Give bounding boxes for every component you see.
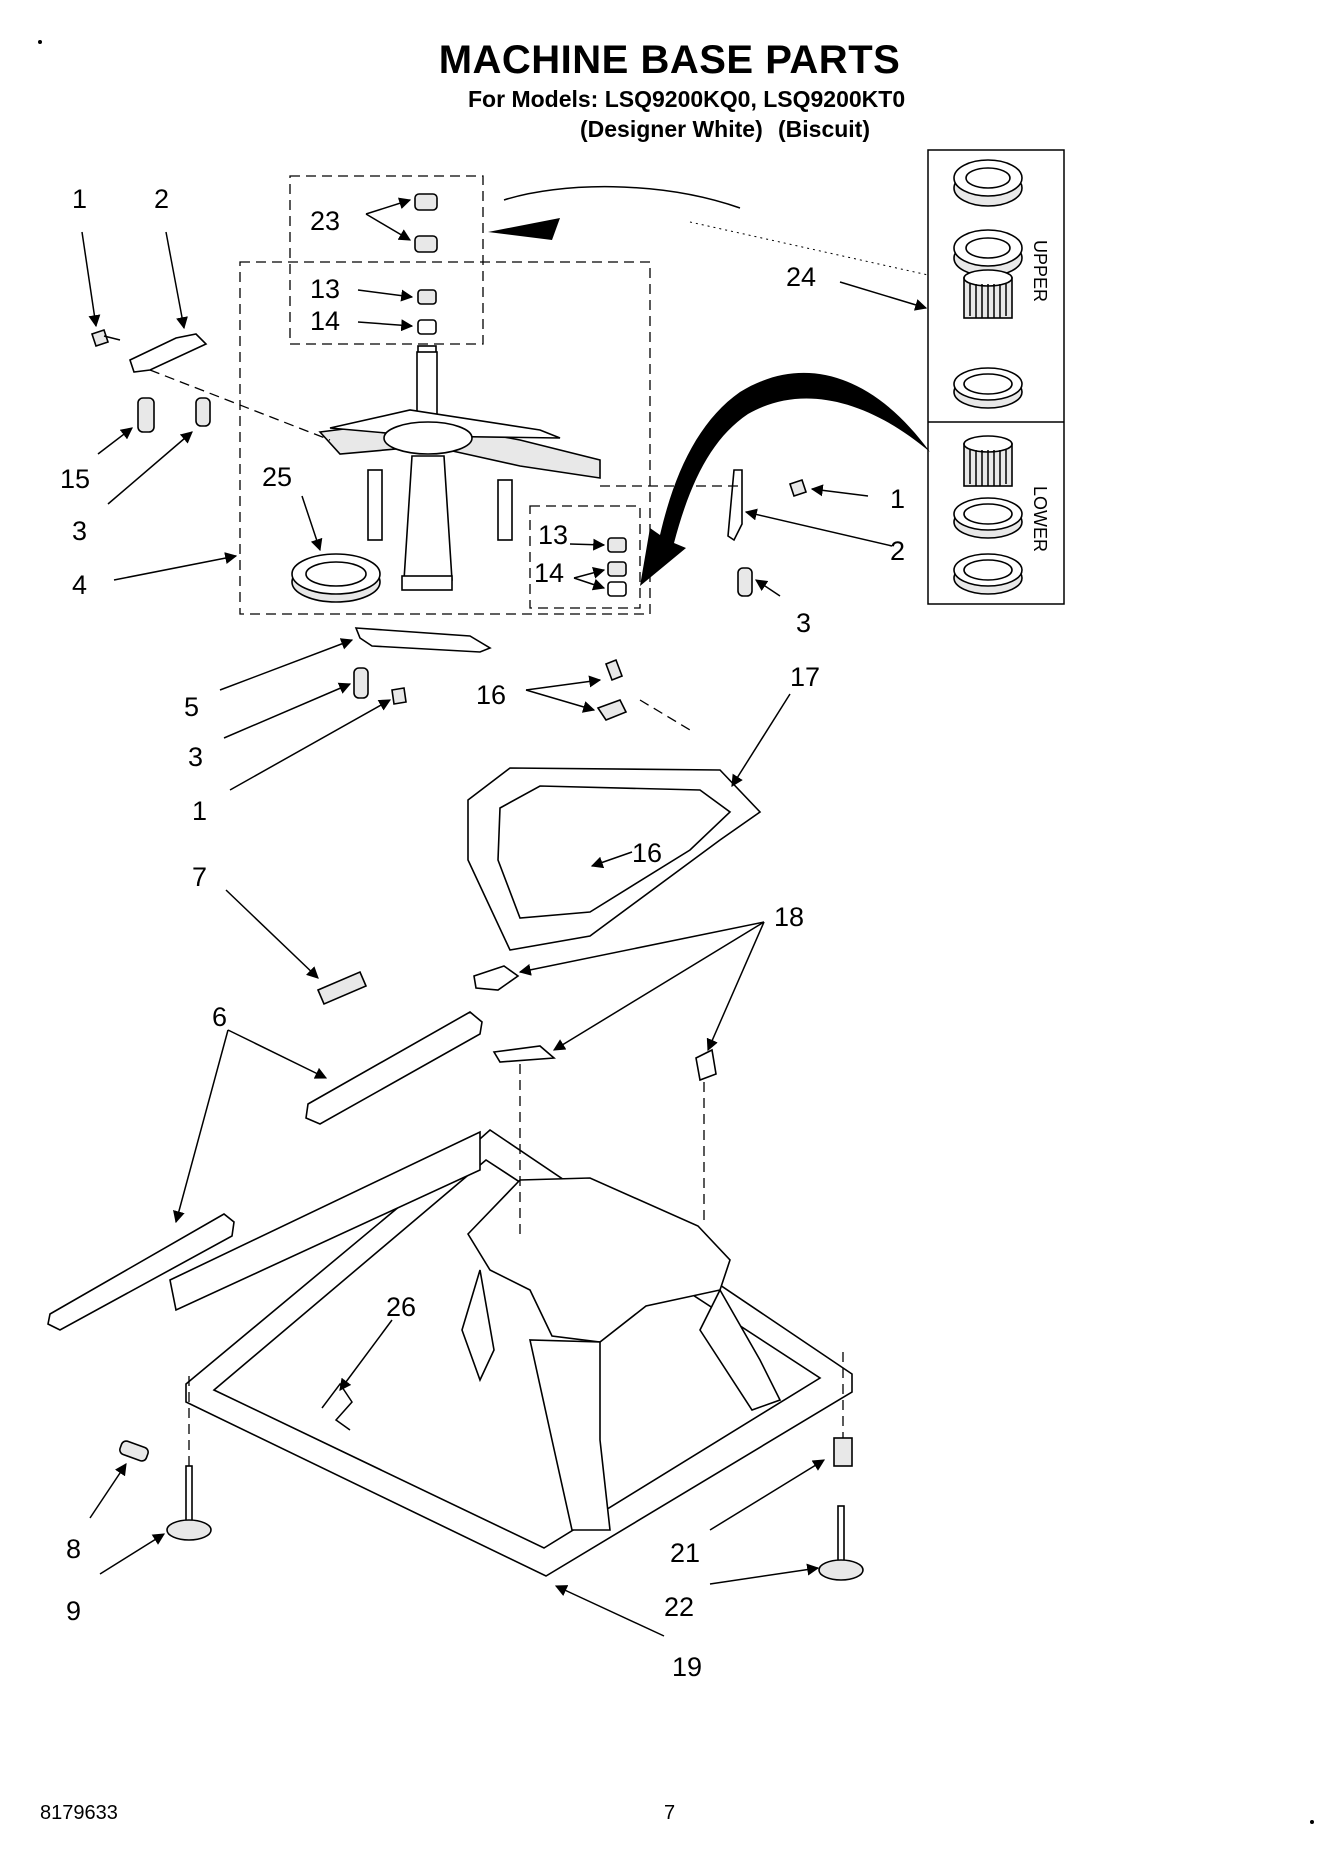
callout-13a: 13 [310, 274, 340, 304]
callout-26: 26 [386, 1292, 416, 1322]
part-2-bracket-top-left [129, 333, 208, 373]
part-9-leveling-foot [166, 1465, 212, 1541]
part-7-spring [316, 970, 368, 1006]
page-number: 7 [664, 1802, 676, 1824]
callout-22: 22 [664, 1592, 694, 1622]
upper-plain-ring [953, 367, 1023, 409]
callout-1b: 1 [890, 484, 905, 514]
callout-16a: 16 [476, 680, 506, 710]
callout-21: 21 [670, 1538, 700, 1568]
color-biscuit: (Biscuit) [778, 116, 870, 142]
callout-15: 15 [60, 464, 90, 494]
part-8-sleeve [119, 1440, 149, 1462]
callout-14b: 14 [534, 558, 564, 588]
inset-box: UPPER LOWER [927, 149, 1065, 605]
part-25-gasket [291, 553, 381, 603]
part-1-screw-lower [391, 687, 407, 705]
part-3-spring-lower [353, 667, 369, 699]
part-6-rail-lower [47, 1213, 235, 1331]
callout-9: 9 [66, 1596, 81, 1626]
part-2-bracket-right [727, 469, 743, 542]
upper-ring-1 [953, 159, 1023, 207]
part-4-support-assembly [318, 351, 601, 591]
part-5-bracket [354, 627, 492, 653]
part-1-screw-top-left [90, 328, 121, 348]
callout-18: 18 [774, 902, 804, 932]
page-mark-top-left [38, 40, 42, 44]
dotted-line-to-inset [689, 221, 929, 276]
lower-label: LOWER [1030, 486, 1050, 552]
callout-5: 5 [184, 692, 199, 722]
lower-ring-1 [953, 497, 1023, 539]
callout-3c: 3 [188, 742, 203, 772]
callout-13b: 13 [538, 520, 568, 550]
part-3-spring-right [737, 567, 753, 597]
callout-8: 8 [66, 1534, 81, 1564]
part-23-upper-snubbers [414, 193, 438, 253]
lower-ring-2 [953, 553, 1023, 595]
arrow-to-lower-snubbers [640, 372, 930, 586]
part-22-leveling-foot [818, 1505, 864, 1581]
models-line: For Models: LSQ9200KQ0, LSQ9200KT0 [468, 86, 906, 112]
support-assembly-box [239, 261, 651, 615]
document-number: 8179633 [40, 1802, 118, 1824]
page-title: MACHINE BASE PARTS [438, 38, 901, 82]
page-mark-bottom-right [1310, 1820, 1314, 1824]
part-6-rail-upper [305, 1011, 483, 1125]
part-13-14-lower [607, 537, 627, 597]
callout-1a: 1 [72, 184, 87, 214]
callout-17: 17 [790, 662, 820, 692]
callout-14a: 14 [310, 306, 340, 336]
part-26-clip [321, 1382, 353, 1431]
color-designer-white: (Designer White) [580, 116, 763, 142]
upper-ring-2 [953, 229, 1023, 277]
callout-24: 24 [786, 262, 816, 292]
callout-1c: 1 [192, 796, 207, 826]
part-18-caps [473, 965, 717, 1082]
callout-25: 25 [262, 462, 292, 492]
upper-snubber-box [289, 175, 484, 345]
dashed-connector-left [149, 369, 331, 441]
callout-6: 6 [212, 1002, 227, 1032]
lower-snubber-box [529, 505, 641, 609]
callout-19: 19 [672, 1652, 702, 1682]
callout-16b: 16 [632, 838, 662, 868]
part-21-nut [833, 1437, 853, 1467]
callout-7: 7 [192, 862, 207, 892]
callout-4: 4 [72, 570, 87, 600]
upper-label: UPPER [1030, 240, 1050, 302]
arrow-to-upper-snubbers [503, 185, 741, 209]
part-19-base-frame [169, 1128, 853, 1577]
callout-2b: 2 [890, 536, 905, 566]
callout-23: 23 [310, 206, 340, 236]
callout-3a: 3 [72, 516, 87, 546]
part-13-14-upper [417, 289, 437, 357]
part-1-screw-right [788, 478, 808, 498]
upper-splined-bushing [963, 269, 1013, 319]
callout-2a: 2 [154, 184, 169, 214]
leader-lines [81, 197, 928, 1637]
dashed-connector-16 [639, 699, 691, 731]
callout-3b: 3 [796, 608, 811, 638]
part-3-spring-top-left [195, 397, 211, 427]
lower-splined-bushing [963, 435, 1013, 487]
part-15-spring [137, 397, 155, 433]
